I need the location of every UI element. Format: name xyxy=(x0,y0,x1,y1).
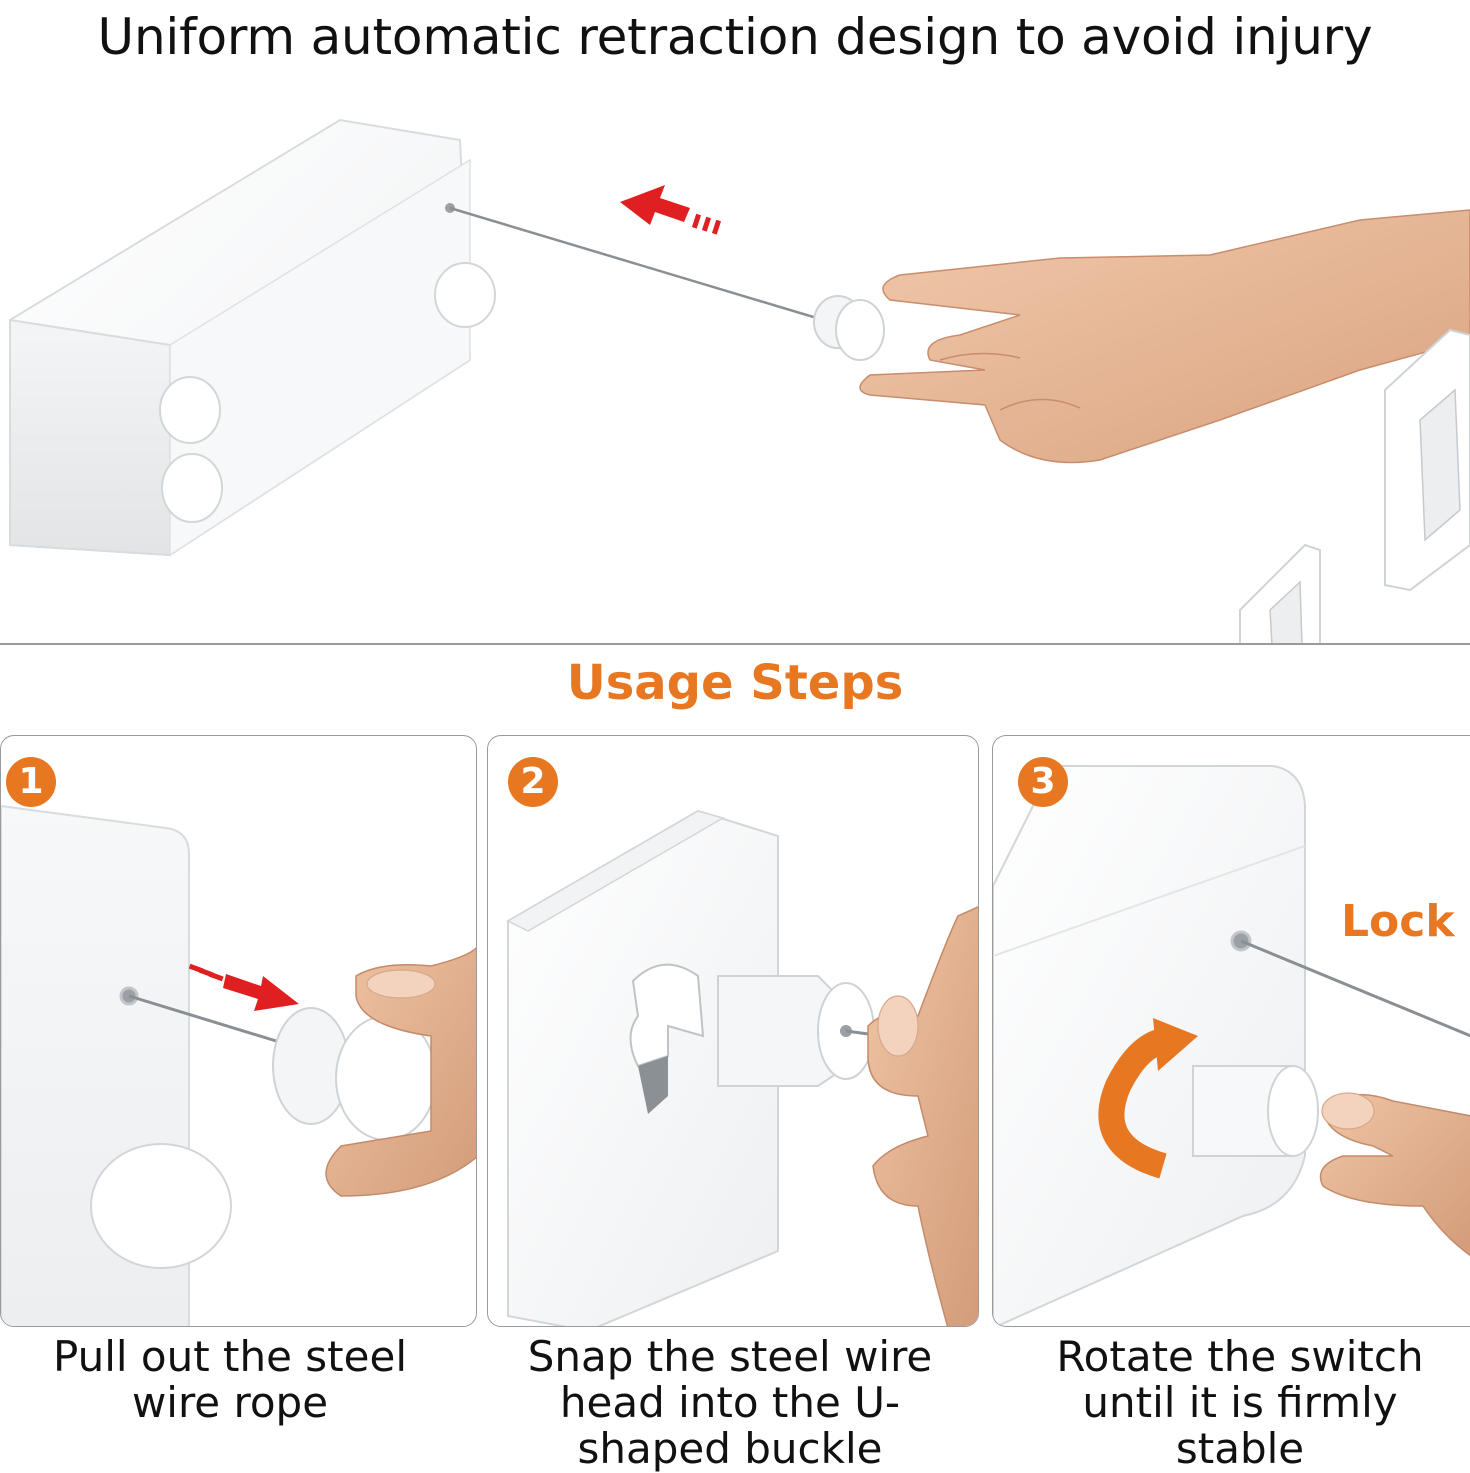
step-number-badge: 3 xyxy=(1018,757,1068,807)
retract-arrow-icon xyxy=(620,185,721,235)
step-3-drawing xyxy=(993,736,1470,1327)
lock-label: Lock xyxy=(1341,896,1455,947)
hero-divider xyxy=(0,643,1470,645)
step-2-drawing xyxy=(488,736,979,1327)
wire-head xyxy=(814,296,884,360)
step-1-drawing xyxy=(1,736,477,1327)
steel-wire xyxy=(450,208,830,322)
step-1-caption: Pull out the steel wire rope xyxy=(20,1334,440,1426)
section-title: Usage Steps xyxy=(0,655,1470,711)
step-panel-1: 1 xyxy=(0,735,477,1327)
step-2-caption: Snap the steel wire head into the U-shap… xyxy=(520,1334,940,1472)
hero-drawing xyxy=(0,90,1470,645)
hero-illustration xyxy=(0,90,1470,645)
switch-knob xyxy=(1193,1066,1318,1156)
knob xyxy=(91,1144,231,1268)
u-buckle xyxy=(1240,545,1320,645)
hand xyxy=(860,210,1470,463)
pull-arrow-icon xyxy=(189,964,299,1011)
step-number-badge: 1 xyxy=(6,757,56,807)
u-buckle xyxy=(1385,330,1470,590)
fingers xyxy=(1321,1093,1470,1256)
step-panel-2: 2 xyxy=(487,735,979,1327)
step-number-badge: 2 xyxy=(508,757,558,807)
step-panel-3: 3 Lock xyxy=(992,735,1470,1327)
step-3-caption: Rotate the switch until it is firmly sta… xyxy=(1020,1334,1460,1472)
fingers xyxy=(868,906,979,1327)
headline: Uniform automatic retraction design to a… xyxy=(0,8,1470,66)
retractor-box xyxy=(10,120,495,555)
